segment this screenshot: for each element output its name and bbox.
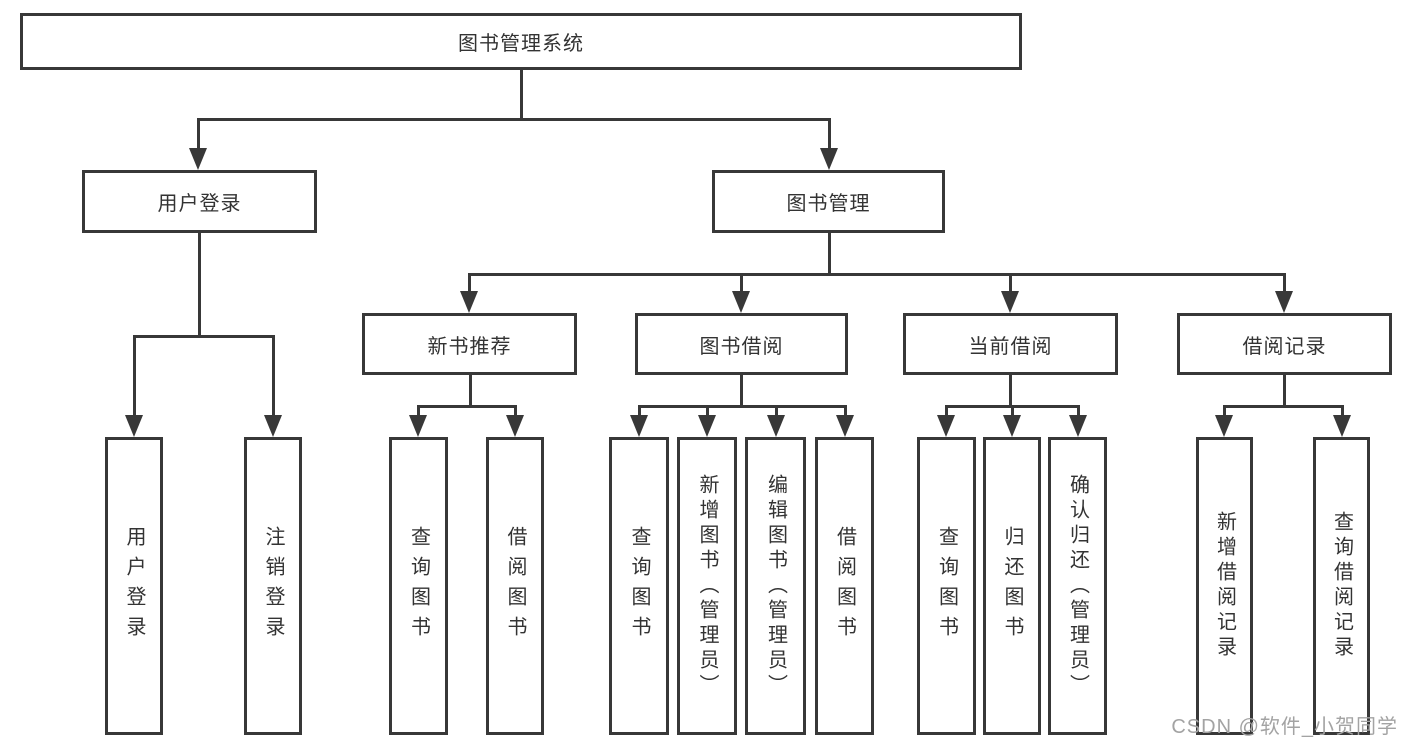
leaf-return-book: 归还图书: [983, 437, 1041, 735]
node-borrow-records: 借阅记录: [1177, 313, 1392, 375]
connector-line: [1009, 375, 1012, 405]
node-book-management: 图书管理: [712, 170, 945, 233]
arrowhead-icon: [630, 415, 648, 437]
arrowhead-icon: [732, 291, 750, 313]
connector-line: [1077, 405, 1080, 419]
leaf-query-borrow-record: 查询借阅记录: [1313, 437, 1370, 735]
leaf-borrow-book-1: 借阅图书: [486, 437, 544, 735]
connector-line: [417, 405, 517, 408]
connector-line: [1011, 405, 1014, 419]
node-user-login-branch: 用户登录: [82, 170, 317, 233]
connector-line: [468, 273, 471, 293]
csdn-watermark: CSDN @软件_小贺同学: [1171, 716, 1398, 738]
connector-line: [844, 405, 847, 419]
connector-line: [197, 118, 831, 121]
arrowhead-icon: [506, 415, 524, 437]
arrowhead-icon: [409, 415, 427, 437]
leaf-query-book-3: 查询图书: [917, 437, 976, 735]
connector-line: [740, 375, 743, 405]
node-current-borrow: 当前借阅: [903, 313, 1118, 375]
leaf-add-borrow-record: 新增借阅记录: [1196, 437, 1253, 735]
arrowhead-icon: [1001, 291, 1019, 313]
leaf-borrow-book-2: 借阅图书: [815, 437, 874, 735]
leaf-query-book-1: 查询图书: [389, 437, 448, 735]
leaf-user-login: 用户登录: [105, 437, 163, 735]
connector-line: [1223, 405, 1226, 419]
connector-line: [468, 273, 1285, 276]
connector-line: [514, 405, 517, 419]
connector-line: [706, 405, 709, 419]
connector-line: [133, 335, 274, 338]
arrowhead-icon: [264, 415, 282, 437]
connector-line: [417, 405, 420, 419]
arrowhead-icon: [1069, 415, 1087, 437]
arrowhead-icon: [937, 415, 955, 437]
node-root: 图书管理系统: [20, 13, 1022, 70]
leaf-confirm-return-admin: 确认归还（管理员）: [1048, 437, 1107, 735]
connector-line: [198, 233, 201, 335]
connector-line: [1283, 273, 1286, 293]
connector-line: [638, 405, 641, 419]
leaf-edit-book-admin: 编辑图书（管理员）: [745, 437, 806, 735]
connector-line: [740, 273, 743, 293]
arrowhead-icon: [1215, 415, 1233, 437]
arrowhead-icon: [836, 415, 854, 437]
connector-line: [638, 405, 846, 408]
arrowhead-icon: [1333, 415, 1351, 437]
connector-line: [1341, 405, 1344, 419]
arrowhead-icon: [698, 415, 716, 437]
connector-line: [469, 375, 472, 405]
connector-line: [945, 405, 948, 419]
arrowhead-icon: [767, 415, 785, 437]
node-new-book-recommend: 新书推荐: [362, 313, 577, 375]
connector-line: [197, 118, 200, 150]
connector-line: [272, 335, 275, 417]
arrowhead-icon: [1003, 415, 1021, 437]
connector-line: [1223, 405, 1343, 408]
leaf-add-book-admin: 新增图书（管理员）: [677, 437, 737, 735]
connector-line: [520, 69, 523, 118]
connector-line: [1009, 273, 1012, 293]
connector-line: [1283, 375, 1286, 405]
node-book-borrow: 图书借阅: [635, 313, 848, 375]
connector-line: [775, 405, 778, 419]
arrowhead-icon: [189, 148, 207, 170]
arrowhead-icon: [820, 148, 838, 170]
arrowhead-icon: [1275, 291, 1293, 313]
leaf-logout: 注销登录: [244, 437, 302, 735]
leaf-query-book-2: 查询图书: [609, 437, 669, 735]
connector-line: [133, 335, 136, 417]
connector-line: [828, 118, 831, 150]
arrowhead-icon: [460, 291, 478, 313]
connector-line: [828, 233, 831, 273]
arrowhead-icon: [125, 415, 143, 437]
